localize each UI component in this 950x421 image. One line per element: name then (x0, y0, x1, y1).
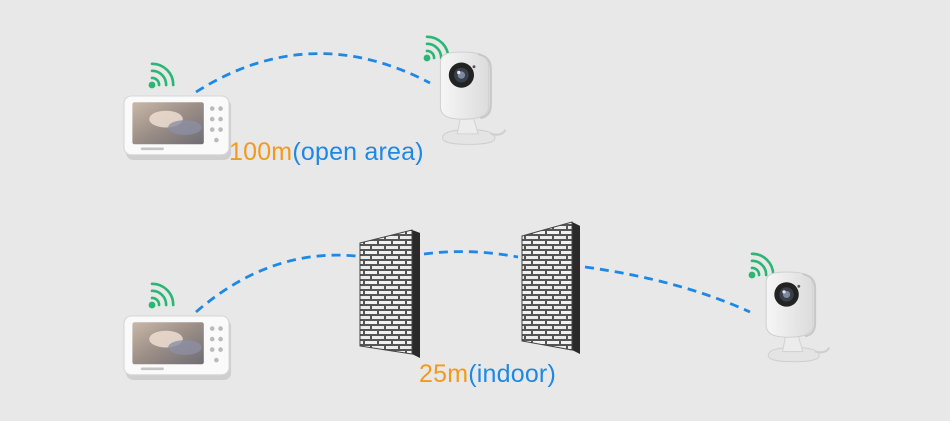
condition-label: (indoor) (468, 360, 556, 388)
wifi-signal-icon (147, 278, 179, 310)
camera-icon (765, 270, 831, 363)
wifi-signal-icon (147, 58, 179, 90)
link-line-bottom-1 (195, 253, 357, 314)
brick-wall-icon (521, 221, 580, 354)
distance-value: 25m (419, 360, 469, 388)
link-line-bottom-3 (584, 265, 751, 314)
range-caption-open-area: 100m(open area) (229, 138, 424, 167)
range-caption-indoor: 25m(indoor) (419, 360, 556, 389)
condition-label: (open area) (292, 138, 424, 166)
distance-value: 100m (229, 138, 293, 166)
brick-wall-icon (359, 229, 420, 358)
baby-monitor-icon (123, 315, 232, 381)
link-line-bottom-2 (423, 250, 519, 259)
baby-monitor-icon (123, 95, 232, 161)
camera-icon (439, 50, 507, 146)
link-line-top (195, 52, 431, 94)
